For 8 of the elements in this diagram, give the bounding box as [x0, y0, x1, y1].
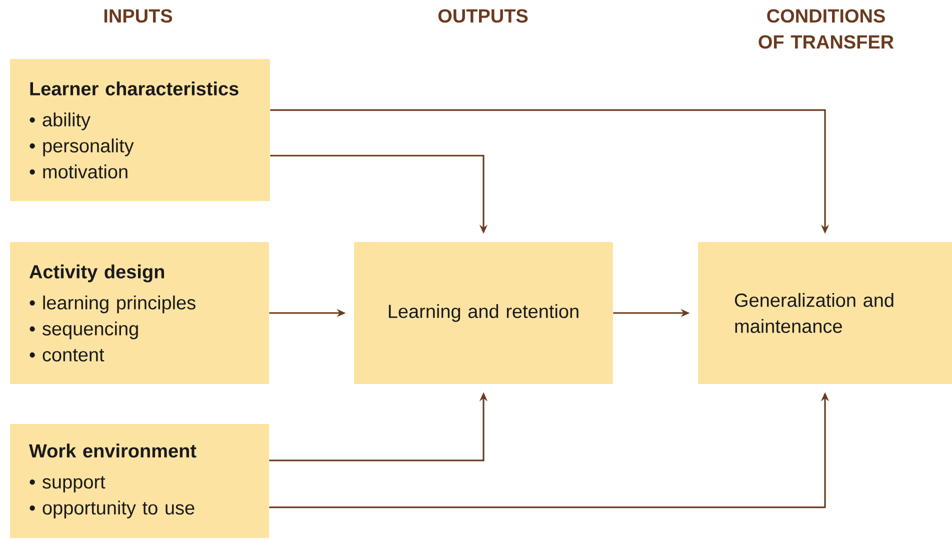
column-heading: CONDITIONS OF TRANSFER	[758, 9, 894, 49]
input-box: Work environment • support • opportunity to use	[10, 424, 269, 538]
outcome-box: Generalization and maintenance	[698, 242, 952, 384]
input-box: Activity design • learning principles • sequencing • content	[10, 242, 269, 384]
column-heading: INPUTS	[104, 9, 172, 23]
input-box: Learner characteristics • ability • personality • motivation	[10, 59, 270, 201]
outcome-box: Learning and retention	[354, 242, 613, 384]
column-heading: OUTPUTS	[438, 9, 528, 23]
